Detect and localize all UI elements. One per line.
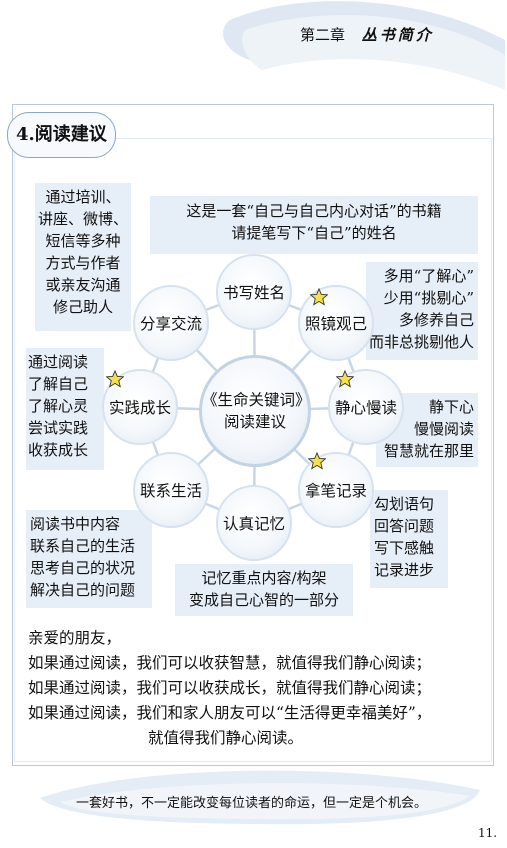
- closing-greeting: 亲爱的朋友，: [28, 629, 122, 647]
- closing-line-2: 如果通过阅读，我们可以收获成长，就值得我们静心阅读；: [28, 679, 432, 697]
- note-top-left: 通过培训、 讲座、微博、 短信等多种 方式与作者 或亲友沟通 修己助人: [35, 183, 131, 331]
- node-take-notes: 拿笔记录: [298, 452, 374, 528]
- closing-line-3: 如果通过阅读，我们和家人朋友可以“生活得更幸福美好”，: [28, 704, 432, 722]
- note-top: 这是一套“自己与自己内心对话”的书籍 请提笔写下“自己”的姓名: [150, 196, 478, 254]
- chapter-label: 第二章: [300, 26, 346, 44]
- center-subtitle: 阅读建议: [223, 413, 286, 431]
- page-number: 11.: [478, 826, 498, 840]
- node-remember: 认真记忆: [216, 485, 292, 561]
- footer-swoosh: [40, 770, 480, 825]
- node-share: 分享交流: [133, 285, 209, 361]
- node-practice: 实践成长: [102, 369, 178, 445]
- note-right-upper: 多用“了解心” 少用“挑剔心” 多修养自己 而非总挑剔他人: [366, 262, 478, 360]
- node-reflect: 照镜观己: [298, 285, 374, 361]
- footer-motto: 一套好书，不一定能改变每位读者的命运，但一定是个机会。: [76, 796, 428, 811]
- star-icon: [336, 370, 354, 388]
- chapter-title: 丛书简介: [361, 26, 434, 44]
- node-connect-life: 联系生活: [133, 452, 209, 528]
- star-icon: [310, 288, 328, 306]
- page-header: 第二章 丛书简介: [300, 24, 434, 45]
- star-icon: [106, 370, 124, 388]
- note-left-middle: 通过阅读 了解自己 了解心灵 尝试实践 收获成长: [26, 348, 104, 470]
- center-node: 《生命关键词》 阅读建议: [199, 355, 311, 467]
- section-label: 4.阅读建议: [7, 112, 116, 158]
- star-icon: [308, 452, 326, 470]
- note-left-lower: 阅读书中内容 联系自己的生活 思考自己的状况 解决自己的问题: [26, 510, 152, 608]
- center-title: 《生命关键词》: [202, 391, 311, 409]
- closing-line-1: 如果通过阅读，我们可以收获智慧，就值得我们静心阅读；: [28, 654, 432, 672]
- note-right-lower: 勾划语句 回答问题 写下感触 记录进步: [370, 490, 448, 588]
- closing-line-4: 就值得我们静心阅读。: [148, 729, 304, 747]
- header-swoosh: [222, 1, 505, 91]
- node-write-name: 书写姓名: [216, 254, 292, 330]
- note-bottom: 记忆重点内容/构架 变成自己心智的一部分: [175, 564, 353, 616]
- closing-text: 亲爱的朋友， 如果通过阅读，我们可以收获智慧，就值得我们静心阅读； 如果通过阅读…: [28, 626, 431, 751]
